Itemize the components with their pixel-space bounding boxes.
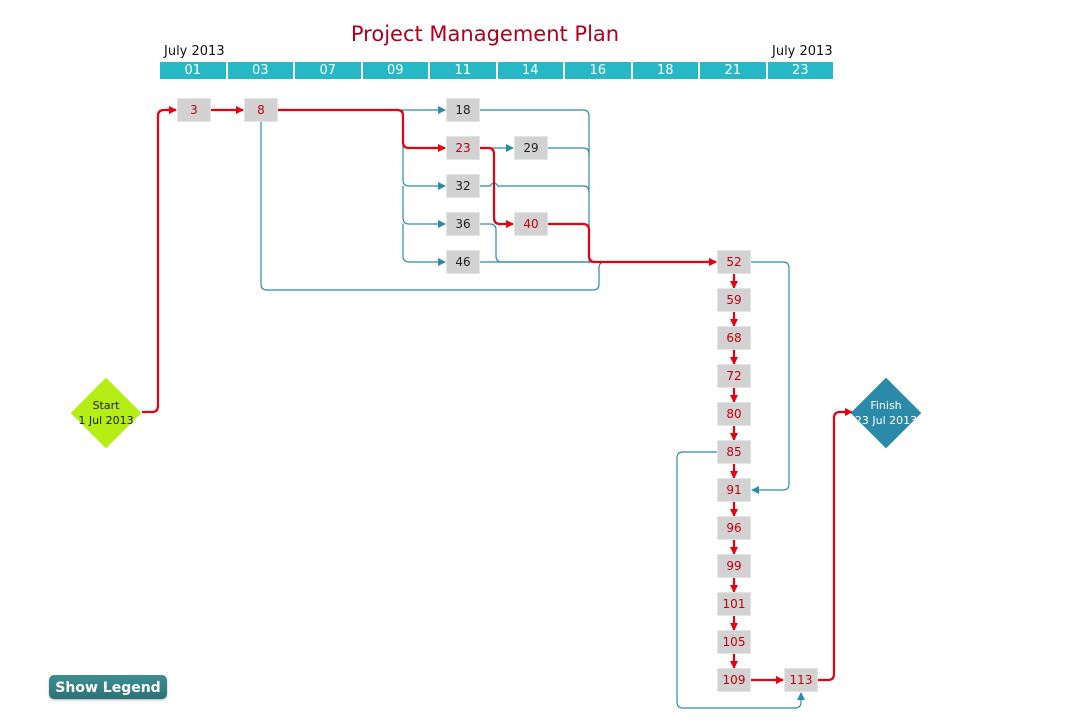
connector-32-52 bbox=[480, 182, 590, 193]
connector-40-52 bbox=[548, 222, 717, 266]
timeline-start-month: July 2013 bbox=[164, 44, 225, 59]
connector-8-46 bbox=[402, 224, 446, 266]
connector-8-23 bbox=[278, 108, 446, 152]
connector-8-36 bbox=[402, 186, 446, 228]
finish-milestone[interactable]: Finish 23 Jul 2013 bbox=[850, 377, 922, 449]
timeline-day: 11 bbox=[430, 62, 496, 79]
task-node[interactable]: 32 bbox=[446, 174, 480, 198]
timeline-bar: 01 03 07 09 11 14 16 18 21 23 bbox=[160, 62, 833, 79]
timeline-day: 03 bbox=[227, 62, 293, 79]
timeline-day: 23 bbox=[767, 62, 833, 79]
task-node[interactable]: 80 bbox=[717, 402, 751, 426]
connector-8-52 bbox=[260, 122, 717, 291]
task-node[interactable]: 36 bbox=[446, 212, 480, 236]
diagram-title: Project Management Plan bbox=[350, 22, 620, 46]
timeline-day: 01 bbox=[160, 62, 226, 79]
task-node[interactable]: 68 bbox=[717, 326, 751, 350]
show-legend-button[interactable]: Show Legend bbox=[49, 675, 167, 699]
task-node[interactable]: 105 bbox=[717, 630, 751, 654]
timeline-day: 14 bbox=[497, 62, 563, 79]
connector-85-113 bbox=[676, 451, 805, 709]
task-node[interactable]: 72 bbox=[717, 364, 751, 388]
connector-52-91 bbox=[751, 261, 790, 494]
timeline-day: 18 bbox=[632, 62, 698, 79]
task-node[interactable]: 8 bbox=[244, 98, 278, 122]
task-node[interactable]: 46 bbox=[446, 250, 480, 274]
task-node[interactable]: 3 bbox=[177, 98, 211, 122]
start-label: Start bbox=[92, 399, 120, 412]
start-milestone[interactable]: Start 1 Jul 2013 bbox=[70, 377, 142, 449]
task-node[interactable]: 52 bbox=[717, 250, 751, 274]
connector-8-32 bbox=[402, 110, 446, 190]
connector-113-finish bbox=[818, 408, 853, 682]
finish-date: 23 Jul 2013 bbox=[854, 414, 918, 427]
timeline-day: 09 bbox=[362, 62, 428, 79]
task-node[interactable]: 91 bbox=[717, 478, 751, 502]
task-node[interactable]: 40 bbox=[514, 212, 548, 236]
task-node[interactable]: 29 bbox=[514, 136, 548, 160]
finish-label: Finish bbox=[870, 399, 902, 412]
task-node[interactable]: 59 bbox=[717, 288, 751, 312]
task-node[interactable]: 18 bbox=[446, 98, 480, 122]
task-node[interactable]: 96 bbox=[717, 516, 751, 540]
task-node[interactable]: 101 bbox=[717, 592, 751, 616]
timeline-day: 21 bbox=[700, 62, 766, 79]
timeline-day: 07 bbox=[295, 62, 361, 79]
task-node[interactable]: 113 bbox=[784, 668, 818, 692]
connector-start-3 bbox=[142, 106, 177, 414]
connector-18-52 bbox=[480, 109, 590, 262]
timeline-end-month: July 2013 bbox=[772, 44, 833, 59]
task-node[interactable]: 85 bbox=[717, 440, 751, 464]
start-date: 1 Jul 2013 bbox=[78, 414, 134, 427]
task-node[interactable]: 23 bbox=[446, 136, 480, 160]
task-node[interactable]: 109 bbox=[717, 668, 751, 692]
timeline-day: 16 bbox=[565, 62, 631, 79]
connector-29-52 bbox=[548, 147, 590, 155]
task-node[interactable]: 99 bbox=[717, 554, 751, 578]
connector-23-40 bbox=[480, 146, 514, 228]
